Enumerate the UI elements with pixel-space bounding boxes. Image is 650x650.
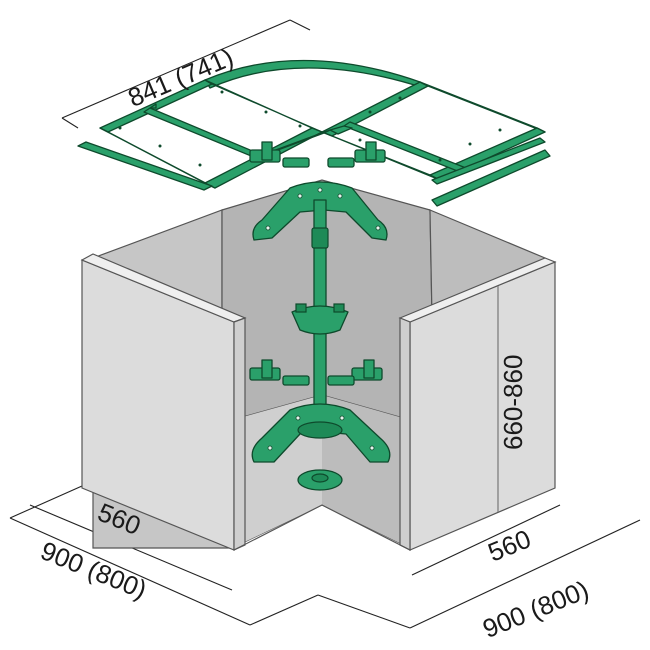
middle-hub (291, 305, 349, 335)
upper-brackets (249, 141, 386, 168)
dimension-right-outer: 900 (800) (478, 574, 592, 644)
lower-spider (251, 403, 391, 463)
lower-brackets (249, 359, 383, 386)
top-frame (77, 59, 551, 207)
carousel-mechanism (249, 141, 391, 491)
upper-spider (252, 181, 388, 241)
dimension-right-inner: 560 (484, 523, 535, 567)
dimension-height: 660-860 (498, 355, 528, 450)
